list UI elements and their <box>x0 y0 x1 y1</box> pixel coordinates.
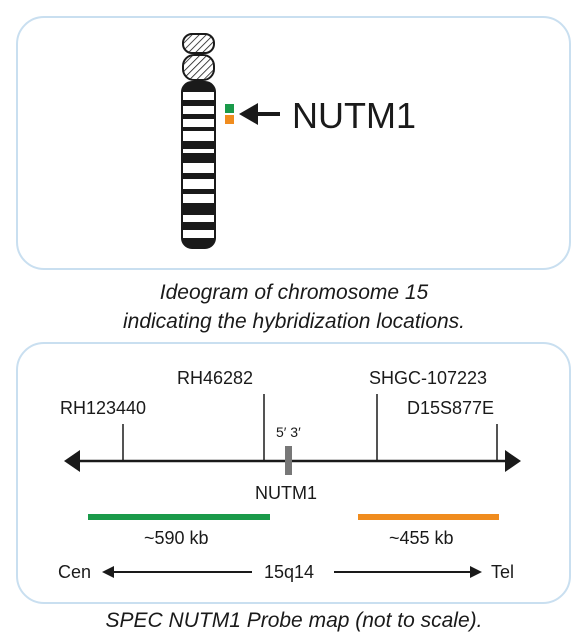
green-probe-signal <box>225 104 234 113</box>
probe-map-caption: SPEC NUTM1 Probe map (not to scale). <box>105 609 483 632</box>
cen-arrow-icon <box>102 566 252 578</box>
pointer-arrow-icon <box>239 103 280 125</box>
band <box>182 238 215 248</box>
ideogram-caption-line2: indicating the hybridization locations. <box>122 310 466 333</box>
tel-label: Tel <box>491 562 514 582</box>
band <box>182 100 215 106</box>
marker-label-rh123440: RH123440 <box>60 398 146 418</box>
marker-label-shgc-107223: SHGC-107223 <box>369 368 487 388</box>
q-arm-outline <box>181 81 216 249</box>
ideogram-caption: Ideogram of chromosome 15 indicating the… <box>0 278 588 336</box>
green-probe-bar <box>88 514 270 520</box>
tel-arrow-icon <box>334 566 482 578</box>
orange-probe-bar <box>358 514 499 520</box>
marker-label-d15s877e: D15S877E <box>407 398 494 418</box>
p-arm-satellite <box>182 33 215 54</box>
nutm1-gene-marker <box>285 446 292 475</box>
band <box>182 189 215 194</box>
orange-probe-size: ~455 kb <box>389 528 454 548</box>
p-arm-stalk <box>182 54 215 81</box>
band <box>182 222 215 230</box>
probe-map-panel <box>16 342 571 604</box>
genomic-axis <box>64 450 521 472</box>
green-probe-size: ~590 kb <box>144 528 209 548</box>
band <box>182 127 215 131</box>
ideogram-caption-line1: Ideogram of chromosome 15 <box>159 281 429 304</box>
probe-map-gene-label: NUTM1 <box>255 483 317 503</box>
band <box>182 141 215 149</box>
band <box>182 203 215 215</box>
band <box>182 114 215 119</box>
band <box>182 153 215 163</box>
chromosome-15-ideogram <box>181 33 216 249</box>
marker-label-rh46282: RH46282 <box>177 368 253 388</box>
orange-probe-signal <box>225 115 234 124</box>
band-label: 15q14 <box>264 562 314 582</box>
band <box>182 173 215 179</box>
ideogram-gene-label: NUTM1 <box>292 95 416 136</box>
band <box>182 82 215 92</box>
cen-label: Cen <box>58 562 91 582</box>
orientation-label: 5′ 3′ <box>276 424 301 440</box>
ideogram-panel <box>16 16 571 270</box>
